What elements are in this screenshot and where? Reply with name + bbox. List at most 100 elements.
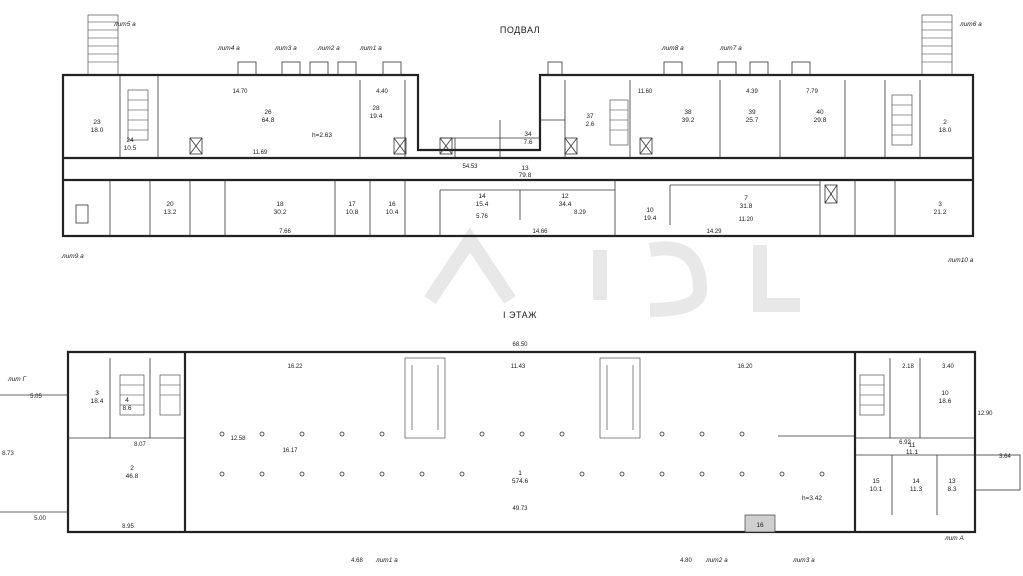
dimension-label: 3.64	[999, 454, 1011, 460]
dimension-label: 14.66	[532, 229, 548, 235]
room-number: 14	[912, 478, 920, 485]
room-area: 8.6	[122, 405, 131, 412]
room-number: 17	[348, 201, 356, 208]
dimension-label: 68.50	[512, 342, 528, 348]
room-area: 13.2	[164, 209, 177, 216]
dimension-label: 12.90	[977, 411, 993, 417]
liter-label: лит2 а	[317, 45, 340, 52]
column	[259, 431, 265, 437]
liter-label: лит А	[944, 535, 964, 542]
room-area: 10.4	[386, 209, 399, 216]
liter-label: лит6 а	[959, 21, 982, 28]
room-area: 79.8	[519, 172, 532, 179]
first-floor-liter-labels: лит Г лит А лит1 а лит2 а лит3 а	[7, 376, 964, 564]
liter-label: лит4 а	[217, 45, 240, 52]
liter-label: лит5 а	[113, 21, 136, 28]
basement-light-wells	[237, 61, 811, 76]
room-number: 24	[126, 137, 134, 144]
dimension-label: 4.39	[746, 89, 758, 95]
first-floor-room-labels: 1 574.6 2 46.8 3 18.4 4 8.6 10 18.6 11 1…	[91, 390, 957, 529]
dimension-label: 2.18	[902, 364, 914, 370]
column	[579, 471, 585, 477]
dimension-label: 16.17	[282, 448, 298, 454]
dimension-label: 11.43	[511, 364, 526, 370]
column	[339, 471, 345, 477]
height-note: h=3.42	[802, 495, 822, 502]
dimension-label: 3.40	[942, 364, 954, 370]
liter-label: лит1 а	[359, 45, 382, 52]
dimension-label: 14.29	[706, 229, 722, 235]
room-area: 15.4	[476, 201, 489, 208]
column	[379, 471, 385, 477]
dimension-label: 8.29	[574, 210, 586, 216]
room-number: 38	[684, 109, 692, 116]
room-area: 18.0	[939, 127, 952, 134]
column	[219, 471, 225, 477]
liter-label: лит7 а	[719, 45, 742, 52]
basement-plan: ПОДВАЛ	[61, 14, 982, 264]
entrance-porch	[744, 514, 776, 533]
room-area: 46.8	[126, 473, 139, 480]
room-number: 13	[948, 478, 956, 485]
liter-label: лит10 а	[947, 257, 974, 264]
room-number: 37	[586, 113, 594, 120]
column	[259, 471, 265, 477]
column	[619, 471, 625, 477]
room-number: 15	[872, 478, 880, 485]
liter-label: лит9 а	[61, 253, 84, 260]
column	[559, 431, 565, 437]
dimension-label: 7.79	[806, 89, 818, 95]
column	[379, 431, 385, 437]
column	[699, 471, 705, 477]
room-number: 7	[744, 195, 748, 202]
first-floor-outer-wall	[66, 350, 977, 534]
column	[819, 471, 825, 477]
column	[699, 431, 705, 437]
hall-columns	[219, 431, 825, 477]
dimension-label: 4.68	[351, 558, 363, 564]
column	[299, 471, 305, 477]
room-area: 29.8	[814, 117, 827, 124]
watermark-shape	[424, 227, 800, 317]
column	[339, 431, 345, 437]
room-area: 11.1	[906, 449, 919, 456]
room-number: 10	[646, 207, 654, 214]
column	[739, 471, 745, 477]
room-number: 2	[943, 119, 947, 126]
room-area: 19.4	[644, 215, 657, 222]
room-number: 39	[748, 109, 756, 116]
liter-label: лит2 а	[705, 557, 728, 564]
room-number: 2	[130, 465, 134, 472]
room-number: 11	[909, 442, 916, 449]
room-number: 4	[125, 397, 129, 404]
basement-closets	[75, 137, 838, 224]
room-area: 10.8	[346, 209, 359, 216]
column	[219, 431, 225, 437]
room-number: 16	[756, 522, 764, 529]
dimension-label: 16.20	[737, 364, 753, 370]
room-number: 13	[521, 165, 529, 172]
room-area: 25.7	[746, 117, 759, 124]
column	[479, 431, 485, 437]
dimension-label: 11.60	[638, 89, 653, 95]
liter-label: лит8 а	[661, 45, 684, 52]
basement-dimensions: 14.70 4.40 11.69 11.60 4.39 7.79 54.53 1…	[232, 89, 818, 235]
room-area: 11.3	[910, 486, 923, 493]
room-area: 34.4	[559, 201, 572, 208]
dimension-label: 5.05	[30, 394, 42, 400]
dimension-label: 6.92	[899, 440, 911, 446]
column	[459, 471, 465, 477]
dimension-label: 5.00	[34, 516, 46, 522]
dimension-label: 11.20	[739, 217, 754, 223]
column	[519, 431, 525, 437]
room-number: 34	[524, 131, 532, 138]
dimension-label: 16.22	[287, 364, 303, 370]
dimension-label: 12.58	[230, 436, 246, 442]
dimension-label: 8.95	[122, 524, 134, 530]
room-number: 3	[95, 390, 99, 397]
column	[779, 471, 785, 477]
first-floor-plan: I ЭТАЖ	[0, 310, 1021, 564]
dimension-label: 54.53	[462, 164, 478, 170]
height-note: h=2.63	[312, 132, 332, 139]
